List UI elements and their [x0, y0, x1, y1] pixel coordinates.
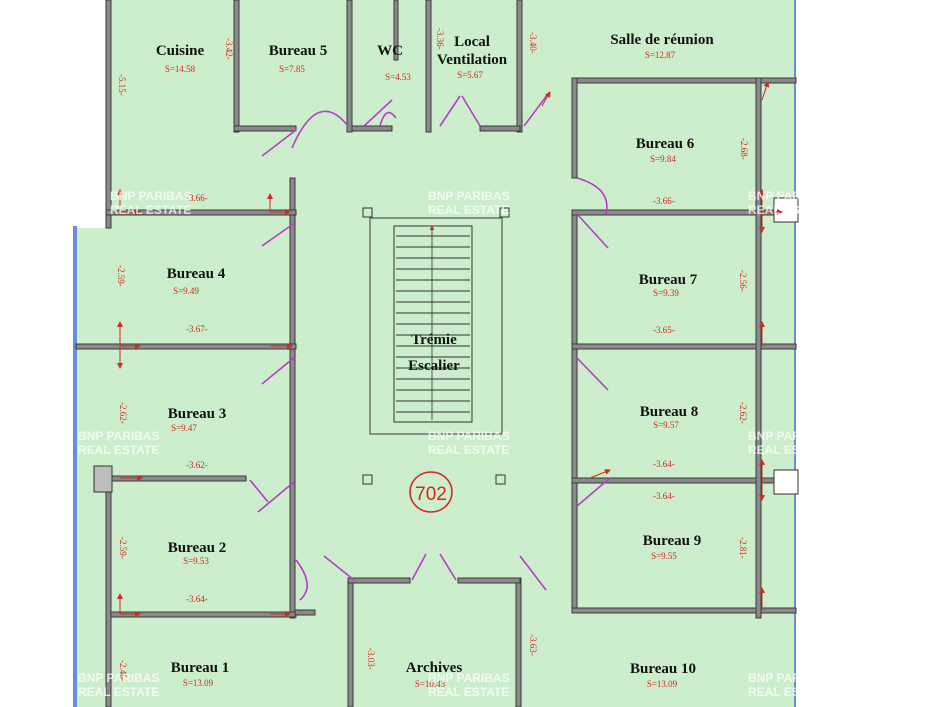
dimension-label: -3.66- [186, 193, 208, 203]
facade-left [73, 226, 77, 707]
watermark-line1: BNP PARIBAS [78, 429, 160, 443]
watermark-line1: BNP PARIBAS [428, 671, 510, 685]
room-name-tremie: Trémie [411, 332, 457, 348]
opening-arrows [117, 81, 783, 617]
dimension-label: -3.67- [186, 324, 208, 334]
room-area-bureau-2: S=9.53 [183, 556, 209, 566]
room-name-bureau-9: Bureau 9 [643, 533, 701, 549]
room-name-salle: Salle de réunion [610, 32, 714, 48]
room-area-bureau-1: S=13.09 [183, 678, 214, 688]
room-name-bureau-1: Bureau 1 [171, 660, 229, 676]
watermark-line2: REAL ESTATE [428, 685, 509, 699]
dimension-label: -2.62- [118, 402, 128, 424]
floor-area [76, 0, 796, 707]
watermark-line1: BNP PARIBAS [428, 189, 510, 203]
room-labels: Cuisine S=14.58 Bureau 5 S=7.85 WC S=4.5… [156, 32, 715, 689]
watermark-line1: BNP PARIBAS [748, 429, 830, 443]
column-marker [495, 474, 506, 485]
room-name-ventilation: Ventilation [437, 52, 508, 68]
room-area-bureau-7: S=9.39 [653, 288, 679, 298]
room-name-bureau-10: Bureau 10 [630, 661, 696, 677]
room-area-local: S=5.67 [457, 70, 483, 80]
room-area-bureau-5: S=7.85 [279, 64, 305, 74]
room-name-cuisine: Cuisine [156, 43, 205, 59]
watermark-line1: BNP PARIBAS [748, 189, 830, 203]
dimension-label: -3.64- [186, 594, 208, 604]
stair-treads [396, 235, 470, 413]
doors [249, 93, 611, 601]
dimension-label: -2.62- [738, 402, 748, 424]
watermark-line2: REAL ESTATE [748, 203, 829, 217]
left-strip [76, 0, 106, 228]
dimension-labels: -3.42- -5.15- -3.36- -3.40- -3.66- -3.66… [116, 28, 749, 682]
dimension-label: -3.62- [186, 460, 208, 470]
room-area-bureau-3: S=9.47 [171, 423, 197, 433]
column-marker [362, 474, 373, 485]
room-area-bureau-10: S=13.09 [647, 679, 678, 689]
dimension-label: -2.81- [738, 537, 748, 559]
room-name-bureau-7: Bureau 7 [639, 272, 698, 288]
watermark-line2: REAL ESTATE [748, 443, 829, 457]
dimension-label: -2.56- [738, 270, 748, 292]
dimension-label: -2.68- [739, 138, 749, 160]
dimension-label: -5.15- [117, 74, 127, 96]
watermark-line2: REAL ESTATE [748, 685, 829, 699]
room-name-bureau-3: Bureau 3 [168, 406, 226, 422]
dimension-label: -3.42- [224, 38, 234, 60]
room-name-escalier: Escalier [408, 358, 460, 374]
room-name-bureau-8: Bureau 8 [640, 404, 698, 420]
dimension-label: -2.59- [118, 537, 128, 559]
room-name-bureau-6: Bureau 6 [636, 136, 695, 152]
column-marker [362, 207, 373, 218]
watermark-line2: REAL ESTATE [428, 203, 509, 217]
room-area-wc: S=4.53 [385, 72, 411, 82]
room-name-archives: Archives [406, 660, 463, 676]
watermark-line1: BNP PARIBAS [110, 189, 192, 203]
room-name-local: Local [454, 34, 490, 50]
room-area-cuisine: S=14.58 [165, 64, 196, 74]
room-name-wc: WC [377, 43, 403, 59]
dimension-label: -3.65- [653, 325, 675, 335]
room-area-bureau-6: S=9.84 [650, 154, 676, 164]
dimension-label: -3.64- [653, 459, 675, 469]
stair-well [369, 217, 503, 435]
room-name-bureau-4: Bureau 4 [167, 266, 226, 282]
room-area-bureau-8: S=9.57 [653, 420, 679, 430]
watermark-line1: BNP PARIBAS [748, 671, 830, 685]
watermark-line2: REAL ESTATE [78, 443, 159, 457]
watermark-line2: REAL ESTATE [110, 203, 191, 217]
top-right-strip [796, 0, 943, 707]
dimension-label: -3.63- [528, 634, 538, 656]
dimension-label: -3.64- [653, 491, 675, 501]
dimension-label: -3.40- [528, 32, 538, 54]
watermark-line1: BNP PARIBAS [78, 671, 160, 685]
walls [75, 0, 799, 707]
watermark-line2: REAL ESTATE [78, 685, 159, 699]
room-area-archives: S=10.43 [415, 679, 446, 689]
watermark-line2: REAL ESTATE [428, 443, 509, 457]
room-name-bureau-5: Bureau 5 [269, 43, 327, 59]
dimension-label: -3.36- [435, 28, 445, 50]
room-name-bureau-2: Bureau 2 [168, 540, 226, 556]
floor-number: 702 [415, 484, 447, 505]
room-area-bureau-9: S=9.55 [651, 551, 677, 561]
room-area-bureau-4: S=9.49 [173, 286, 199, 296]
dimension-label: -2.46- [118, 660, 128, 682]
dimension-label: -2.59- [116, 265, 126, 287]
floor-number-circle [409, 471, 453, 513]
dimension-label: -3.66- [653, 196, 675, 206]
dimension-label: -3.03- [366, 648, 376, 670]
watermark-line1: BNP PARIBAS [428, 429, 510, 443]
column-marker [499, 207, 510, 218]
room-area-salle: S=12.87 [645, 50, 676, 60]
